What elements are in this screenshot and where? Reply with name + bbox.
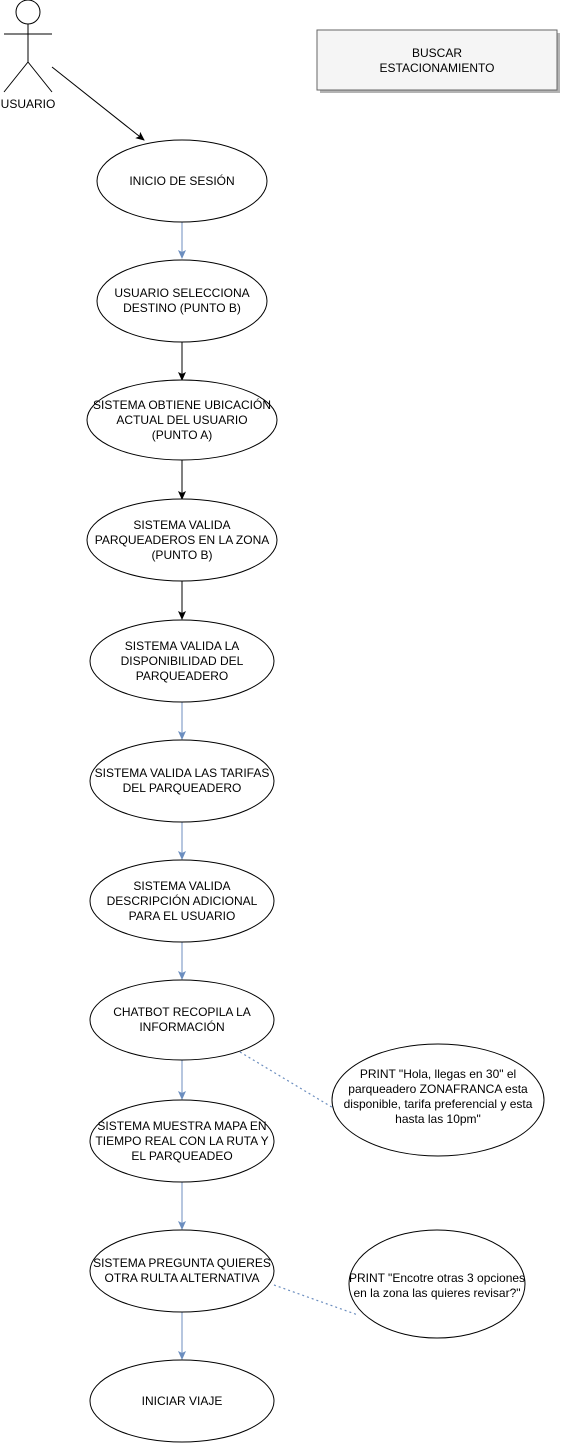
- actor-head: [15, 0, 41, 25]
- node-sistema-pregunta-ruta: SISTEMA PREGUNTA QUIERES OTRA RULTA ALTE…: [89, 1229, 275, 1313]
- node-shape: [89, 859, 275, 943]
- node-label-line: DESTINO (PUNTO B): [123, 301, 241, 315]
- node-label-line: SISTEMA VALIDA: [133, 879, 230, 893]
- note-label-line: PRINT "Hola, llegas en 30" el: [360, 1067, 516, 1081]
- node-sistema-obtiene-ubicacion: SISTEMA OBTIENE UBICACIÓN ACTUAL DEL USU…: [86, 379, 278, 461]
- node-shape: [89, 739, 275, 823]
- title-box: BUSCAR ESTACIONAMIENTO: [316, 29, 560, 93]
- note-shape: [348, 1229, 526, 1339]
- note-print-opciones: PRINT "Encotre otras 3 opciones en la zo…: [348, 1229, 526, 1339]
- node-inicio-sesion: INICIO DE SESIÓN: [96, 139, 268, 223]
- node-shape: [89, 1359, 275, 1443]
- node-shape: [89, 619, 275, 703]
- node-shape: [89, 1229, 275, 1313]
- node-chatbot-recopila: CHATBOT RECOPILA LA INFORMACIÓN: [89, 979, 275, 1061]
- node-sistema-valida-disponibilidad: SISTEMA VALIDA LA DISPONIBILIDAD DEL PAR…: [89, 619, 275, 703]
- note1-link: [239, 1051, 341, 1113]
- node-label-line: CHATBOT RECOPILA LA: [113, 1005, 251, 1019]
- note2-link: [273, 1284, 359, 1316]
- actor-to-login-arrow: [51, 66, 145, 141]
- node-label-line: DESCRIPCIÓN ADICIONAL: [107, 893, 258, 908]
- title-box-line-2: ESTACIONAMIENTO: [380, 61, 495, 75]
- node-label-line: INICIAR VIAJE: [142, 1394, 223, 1408]
- note-label-line: disponible, tarifa preferencial y esta: [344, 1097, 533, 1111]
- node-label-line: SISTEMA OBTIENE UBICACIÓN: [93, 397, 271, 412]
- actor-right-leg: [27, 61, 53, 93]
- node-label-line: (PUNTO B): [151, 548, 212, 562]
- node-label-line: PARA EL USUARIO: [129, 909, 236, 923]
- note-label-line: PRINT "Encotre otras 3 opciones: [349, 1271, 525, 1285]
- node-shape: [96, 139, 268, 223]
- node-label-line: ACTUAL DEL USUARIO: [116, 413, 247, 427]
- node-label-line: (PUNTO A): [152, 428, 212, 442]
- node-label-line: INFORMACIÓN: [139, 1019, 224, 1034]
- node-shape: [89, 1099, 275, 1183]
- node-label-line: PARQUEADERO: [136, 669, 228, 683]
- node-shape: [96, 259, 268, 343]
- node-label-line: USUARIO SELECCIONA: [114, 286, 249, 300]
- node-usuario-selecciona: USUARIO SELECCIONA DESTINO (PUNTO B): [96, 259, 268, 343]
- node-sistema-valida-tarifas: SISTEMA VALIDA LAS TARIFAS DEL PARQUEADE…: [89, 739, 275, 823]
- node-label-line: PARQUEADEROS EN LA ZONA: [95, 533, 270, 547]
- note-label-line: parqueadero ZONAFRANCA esta: [348, 1082, 528, 1096]
- node-sistema-valida-parqueaderos: SISTEMA VALIDA PARQUEADEROS EN LA ZONA (…: [86, 498, 278, 582]
- title-box-line-1: BUSCAR: [412, 46, 462, 60]
- node-label-line: SISTEMA PREGUNTA QUIERES: [93, 1256, 271, 1270]
- note-label-line: en la zona las quieres revisar?": [353, 1286, 520, 1300]
- node-sistema-valida-descripcion: SISTEMA VALIDA DESCRIPCIÓN ADICIONAL PAR…: [89, 859, 275, 943]
- node-label-line: TIEMPO REAL CON LA RUTA Y: [95, 1134, 268, 1148]
- node-label-line: SISTEMA MUESTRA MAPA EN: [97, 1119, 266, 1133]
- note-print-hola: PRINT "Hola, llegas en 30" el parqueader…: [331, 1043, 545, 1157]
- node-shape: [86, 498, 278, 582]
- note-shape: [331, 1043, 545, 1157]
- actor-label: USUARIO: [1, 97, 56, 111]
- node-label-line: SISTEMA VALIDA: [133, 518, 230, 532]
- title-box-rect: [316, 29, 558, 91]
- node-shape: [86, 379, 278, 461]
- actor-left-leg: [3, 61, 29, 93]
- node-label-line: DISPONIBILIDAD DEL: [121, 654, 244, 668]
- note-label-line: hasta las 10pm": [395, 1112, 481, 1126]
- node-iniciar-viaje: INICIAR VIAJE: [89, 1359, 275, 1443]
- node-label-line: INICIO DE SESIÓN: [129, 173, 234, 188]
- node-label-line: SISTEMA VALIDA LA: [125, 639, 240, 653]
- node-shape: [89, 979, 275, 1061]
- node-sistema-muestra-mapa: SISTEMA MUESTRA MAPA EN TIEMPO REAL CON …: [89, 1099, 275, 1183]
- node-label-line: SISTEMA VALIDA LAS TARIFAS: [95, 766, 270, 780]
- node-label-line: OTRA RULTA ALTERNATIVA: [105, 1271, 260, 1285]
- actor-usuario: [3, 0, 53, 93]
- node-label-line: DEL PARQUEADERO: [123, 781, 242, 795]
- node-label-line: EL PARQUEADEO: [131, 1149, 232, 1163]
